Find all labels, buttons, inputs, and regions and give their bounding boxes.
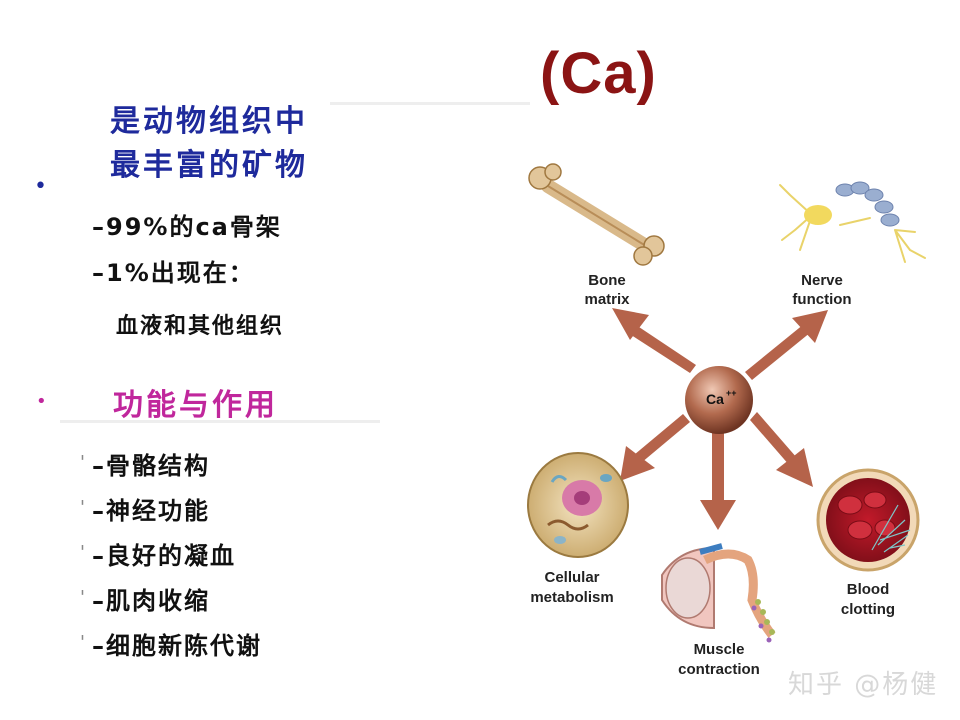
cell-icon xyxy=(527,452,629,558)
calcium-charge: ++ xyxy=(726,388,737,398)
nerve-label-line2: function xyxy=(792,291,851,308)
tick-mark: ' xyxy=(80,587,85,608)
tick-mark: ' xyxy=(80,452,85,473)
watermark: 知乎 @杨健 xyxy=(788,670,939,700)
tick-mark: ' xyxy=(80,497,85,518)
calcium-ion-sphere xyxy=(685,366,753,434)
bone-label-line2: matrix xyxy=(584,291,630,308)
section2-item-3: –良好的凝血 xyxy=(92,542,236,570)
muscle-label-line2: contraction xyxy=(678,661,760,678)
cell-label-line1: Cellular xyxy=(544,569,599,586)
neuron-icon xyxy=(779,181,926,263)
bone-icon xyxy=(528,163,665,266)
section2-item-1: –骨骼结构 xyxy=(92,452,210,480)
section2-item-5: –细胞新陈代谢 xyxy=(92,632,262,660)
faint-line xyxy=(330,102,530,105)
muscle-fiber-icon xyxy=(661,543,776,643)
cell-label-line2: metabolism xyxy=(530,589,613,606)
blood-clot-icon xyxy=(816,468,920,572)
arrow-to-bone xyxy=(612,308,696,373)
blood-label-line2: clotting xyxy=(841,601,895,618)
muscle-label-line1: Muscle xyxy=(694,641,745,658)
faint-line xyxy=(60,420,380,423)
blood-label-line1: Blood xyxy=(847,581,890,598)
arrows xyxy=(612,308,828,530)
section1-heading: 是动物组织中 最丰富的矿物 xyxy=(110,100,308,188)
section2-heading: 功能与作用 xyxy=(113,388,278,423)
calcium-label: Ca xyxy=(706,391,724,407)
tick-mark: ' xyxy=(80,632,85,653)
arrow-to-cell xyxy=(620,414,690,481)
section1-sub-item: 血液和其他组织 xyxy=(116,314,285,339)
section1-item-2: –1%出现在： xyxy=(92,259,255,287)
tick-mark: ' xyxy=(80,542,85,563)
bone-label-line1: Bone xyxy=(588,272,626,289)
section1-heading-line2: 最丰富的矿物 xyxy=(110,148,308,183)
section1-heading-line1: 是动物组织中 xyxy=(110,104,308,139)
bullet-dot: • xyxy=(36,391,47,412)
nerve-label-line1: Nerve xyxy=(801,272,843,289)
arrow-to-muscle xyxy=(700,432,736,530)
section1-item-1: –99%的ca骨架 xyxy=(92,213,282,241)
bullet-dot: • xyxy=(34,174,47,199)
slide-title: (Ca) xyxy=(540,41,657,106)
section2-item-4: –肌肉收缩 xyxy=(92,587,210,615)
arrow-to-nerve xyxy=(745,310,828,380)
section2-item-2: –神经功能 xyxy=(92,497,210,525)
arrow-to-blood xyxy=(750,412,813,487)
